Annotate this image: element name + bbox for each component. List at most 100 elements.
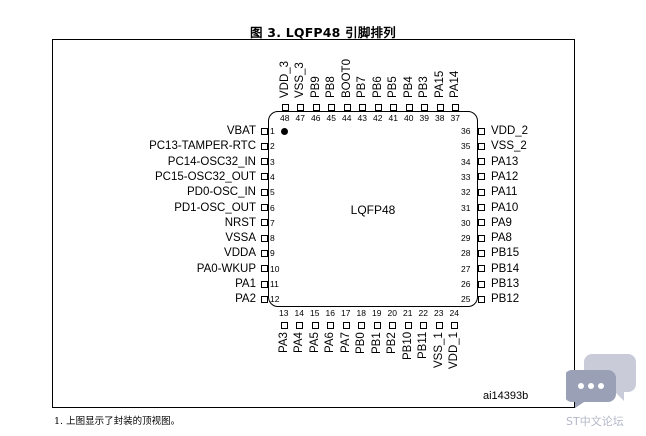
pin-pad — [342, 322, 350, 329]
pin-label: PB2 — [386, 332, 398, 354]
pin-number: 5 — [270, 187, 275, 198]
pin-number: 18 — [356, 308, 366, 318]
pin-pad — [261, 127, 268, 135]
pin-number: 3 — [270, 156, 275, 167]
pin-pad — [405, 104, 413, 111]
watermark-text: ST中文论坛 — [566, 415, 624, 428]
pin-label: PB9 — [309, 76, 322, 98]
pin-label: PA5 — [308, 332, 321, 353]
pin-pad — [421, 104, 428, 111]
pin-number: 13 — [279, 308, 289, 318]
footnote: 1. 上图显示了封装的顶视图。 — [54, 416, 181, 427]
pin-number: 34 — [461, 156, 471, 167]
pin-number: 39 — [419, 113, 429, 123]
pin-label: PA8 — [491, 232, 512, 245]
pin-pad — [478, 127, 485, 135]
pin-number: 2 — [270, 141, 275, 152]
pin-label: PA9 — [491, 216, 512, 229]
pin-pad — [261, 142, 268, 150]
pin-pad — [327, 322, 334, 329]
pin-pad — [343, 104, 351, 111]
pin-label: PB8 — [325, 76, 337, 98]
pin-number: 35 — [461, 141, 471, 152]
pin-label: BOOT0 — [340, 59, 353, 98]
pin-number: 44 — [342, 113, 352, 123]
pin-pad — [261, 265, 268, 273]
pin-label: PB4 — [402, 76, 415, 98]
pin-number: 20 — [387, 308, 397, 318]
pin-label: PA15 — [433, 70, 446, 98]
pin-number: 17 — [341, 308, 351, 318]
pin-label: PA4 — [293, 332, 305, 353]
pin-pad — [435, 322, 443, 329]
pin-label: VSS_2 — [491, 140, 527, 153]
chip-body — [268, 111, 478, 307]
pin-number: 25 — [461, 294, 471, 305]
pin-label: PD1-OSC_OUT — [174, 201, 256, 214]
pin-label: NRST — [224, 216, 256, 229]
pin-label: PA1 — [235, 278, 256, 290]
pin-pad — [281, 104, 289, 111]
pin-number: 12 — [270, 294, 280, 305]
pin-number: 24 — [449, 308, 459, 318]
pin-label: PC13-TAMPER-RTC — [149, 140, 256, 153]
pin-pad — [478, 280, 485, 288]
pin-number: 46 — [311, 113, 321, 123]
pin-label: VBAT — [226, 125, 256, 137]
pin-label: PC14-OSC32_IN — [167, 155, 256, 168]
forum-logo-icon — [564, 350, 638, 413]
pin1-marker-dot — [281, 128, 288, 135]
pin-pad — [261, 280, 268, 288]
pin-number: 28 — [461, 248, 471, 259]
pin-pad — [280, 322, 288, 329]
pin-number: 36 — [461, 126, 471, 136]
pin-pad — [261, 188, 268, 196]
pin-pad — [261, 295, 268, 303]
pin-number: 32 — [461, 187, 471, 198]
pin-label: PB11 — [417, 332, 429, 360]
pin-pad — [328, 104, 335, 111]
pin-label: PB15 — [491, 247, 520, 260]
pin-number: 22 — [418, 308, 428, 318]
pin-number: 43 — [357, 113, 367, 123]
pin-pad — [404, 322, 412, 329]
pin-number: 23 — [434, 308, 444, 318]
pin-pad — [297, 104, 304, 111]
pin-pad — [478, 234, 485, 242]
pin-number: 42 — [373, 113, 383, 123]
pin-label: PB6 — [371, 76, 384, 98]
pin-pad — [478, 142, 485, 150]
pin-label: VDD_2 — [491, 125, 529, 137]
pin-pad — [296, 322, 303, 329]
pin-pad — [374, 104, 382, 111]
pin-label: PA12 — [491, 170, 519, 183]
pin-label: PB10 — [401, 332, 414, 361]
pin-pad — [261, 173, 268, 181]
pin-label: PB5 — [387, 76, 399, 98]
pin-pad — [261, 204, 268, 211]
pin-label: PA6 — [324, 332, 336, 353]
pin-label: VDDA — [224, 247, 256, 260]
pin-number: 8 — [270, 233, 275, 244]
pin-label: VDD_1 — [448, 332, 460, 370]
pin-number: 10 — [270, 263, 280, 274]
pin-label: VSSA — [225, 232, 256, 245]
pin-pad — [359, 104, 366, 111]
pin-number: 29 — [461, 233, 471, 244]
pin-label: PA11 — [491, 186, 518, 199]
pin-label: PD0-OSC_IN — [186, 186, 256, 199]
pin-pad — [436, 104, 444, 111]
pin-number: 14 — [294, 308, 304, 318]
pin-number: 11 — [270, 279, 279, 289]
pin-number: 40 — [404, 113, 414, 123]
pin-number: 1 — [270, 126, 275, 136]
pin-label: PA3 — [277, 332, 290, 353]
pin-number: 48 — [280, 113, 290, 123]
pin-number: 4 — [270, 171, 275, 182]
pin-pad — [389, 322, 396, 329]
pin-label: PA13 — [491, 155, 519, 168]
figure-frame — [52, 39, 575, 408]
pin-pad — [451, 322, 458, 329]
pin-number: 6 — [270, 202, 275, 213]
pin-number: 41 — [388, 113, 398, 123]
